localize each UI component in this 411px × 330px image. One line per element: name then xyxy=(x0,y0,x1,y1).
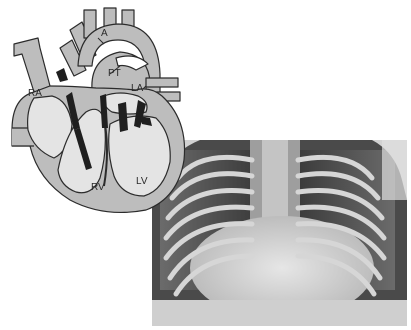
label-right-ventricle: RV xyxy=(91,182,105,193)
pulmonary-vein xyxy=(146,78,178,87)
label-aorta: A xyxy=(101,28,108,39)
label-pulmonary-trunk: PT xyxy=(108,68,121,79)
label-right-atrium: RA xyxy=(28,88,42,99)
label-left-ventricle: LV xyxy=(136,176,148,187)
ductus-marker xyxy=(56,68,68,82)
superior-vena-cava xyxy=(14,38,50,92)
label-left-atrium: LA xyxy=(131,83,144,94)
chest-xray-image xyxy=(152,140,407,326)
